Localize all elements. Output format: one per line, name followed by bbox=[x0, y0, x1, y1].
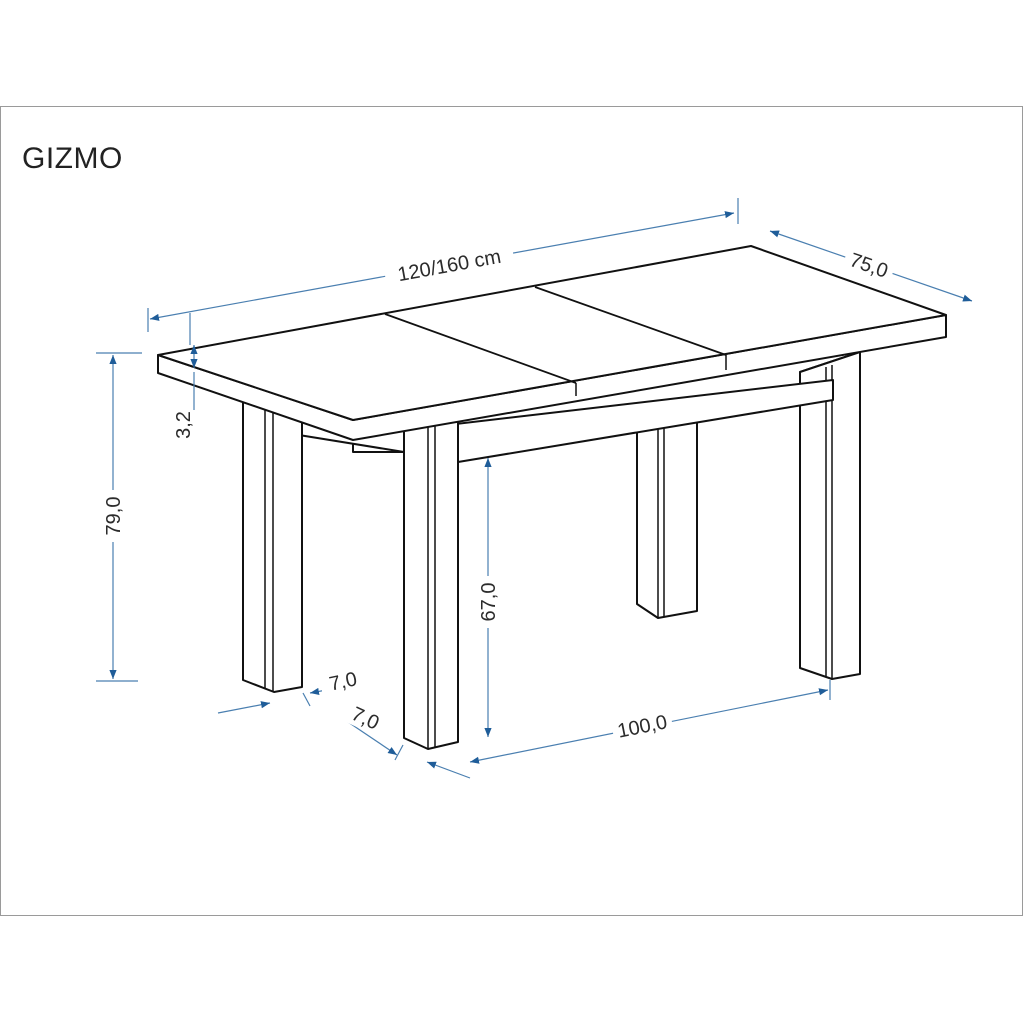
dim-leg-depth-line bbox=[344, 719, 398, 756]
dimension-labels: 120/160 cm 75,0 3,2 79,0 67,0 7,0 7,0 10… bbox=[96, 236, 897, 744]
table-drawing bbox=[157, 245, 947, 750]
leg-front-left bbox=[242, 401, 303, 693]
dim-clearance-label: 67,0 bbox=[478, 583, 500, 622]
dim-thickness-label: 3,2 bbox=[173, 411, 195, 439]
leg-back-right bbox=[799, 351, 861, 680]
product-title: GIZMO bbox=[22, 142, 123, 175]
dim-leg-width-line bbox=[217, 701, 271, 714]
drawing-frame bbox=[0, 106, 1023, 916]
dim-total-height-label: 79,0 bbox=[103, 497, 125, 536]
leg-front-right bbox=[403, 419, 459, 750]
seam-left bbox=[384, 313, 577, 384]
leg-back-left bbox=[636, 417, 698, 619]
